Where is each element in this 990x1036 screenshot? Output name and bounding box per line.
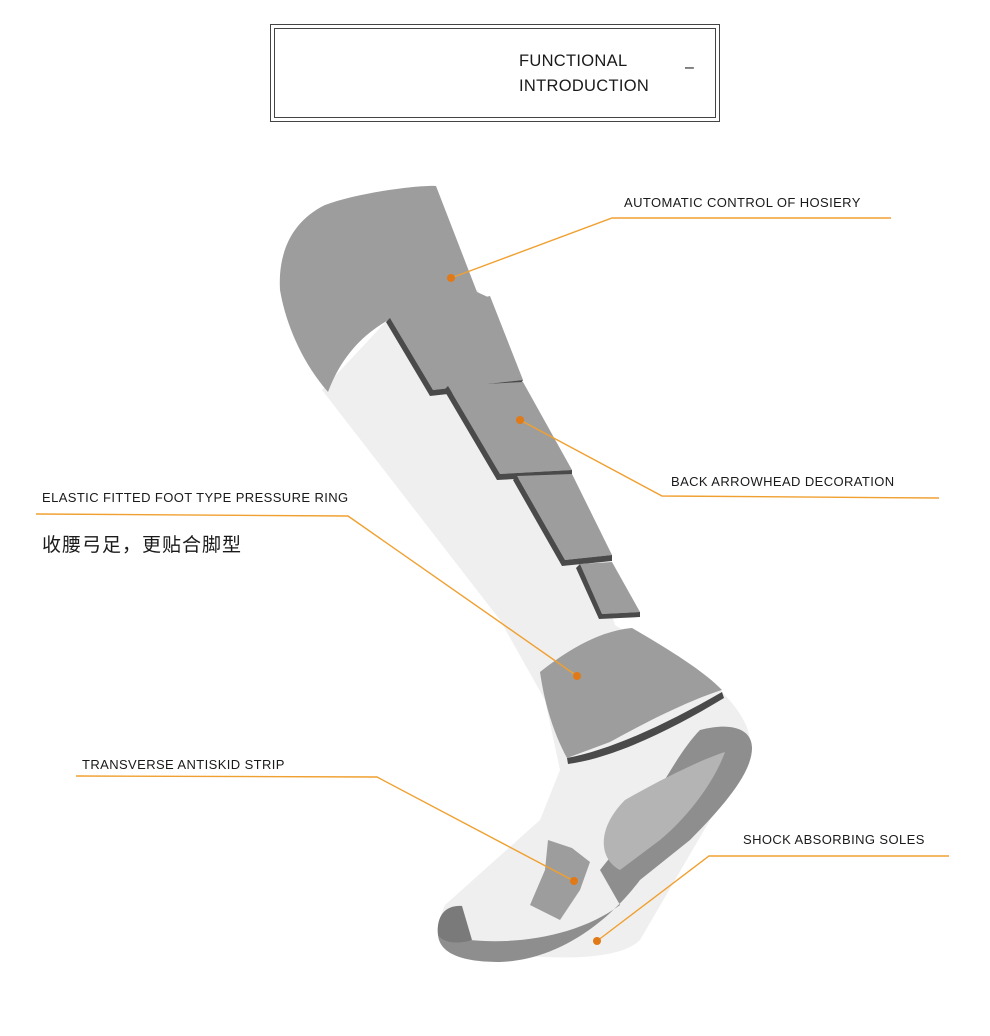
title-box-inner-border: [274, 28, 716, 118]
label-shock-soles: SHOCK ABSORBING SOLES: [743, 832, 925, 847]
label-antiskid-strip: TRANSVERSE ANTISKID STRIP: [82, 757, 285, 772]
title-line-1: FUNCTIONAL: [519, 52, 628, 70]
arrowhead-panel-1: [390, 296, 523, 390]
toe-cap: [437, 905, 472, 943]
arrowhead-panel-3-shadow: [513, 476, 612, 566]
dot-automatic-control: [447, 274, 455, 282]
leader-shock-soles: [596, 855, 949, 942]
dot-back-arrowhead: [516, 416, 524, 424]
title: FUNCTIONAL INTRODUCTION: [519, 49, 649, 99]
title-mark: –: [685, 59, 694, 76]
label-elastic-ring: ELASTIC FITTED FOOT TYPE PRESSURE RING: [42, 490, 349, 505]
title-line-2: INTRODUCTION: [519, 77, 650, 95]
cuff-band: [279, 185, 490, 392]
leader-elastic-ring: [35, 513, 578, 677]
arrowhead-panel-4-shadow: [576, 564, 640, 619]
arrowhead-panel-4: [580, 562, 640, 614]
title-box: FUNCTIONAL INTRODUCTION –: [270, 24, 720, 122]
label-back-arrowhead: BACK ARROWHEAD DECORATION: [671, 474, 895, 489]
pressure-ring-shadow: [567, 692, 724, 764]
leader-antiskid-strip: [75, 775, 575, 882]
antiskid-strip: [530, 840, 590, 920]
label-automatic-control: AUTOMATIC CONTROL OF HOSIERY: [624, 195, 861, 210]
sock-body: [322, 290, 751, 958]
dot-antiskid-strip: [570, 877, 578, 885]
leader-automatic-control: [450, 217, 891, 279]
arrowhead-panel-3: [517, 474, 612, 560]
arrowhead-panel-2-shadow: [444, 386, 572, 480]
leader-back-arrowhead: [519, 419, 940, 499]
pressure-ring: [540, 628, 722, 758]
arrowhead-panel-1-shadow: [386, 318, 523, 396]
label-elastic-ring-sub: 收腰弓足，更贴合脚型: [42, 534, 243, 556]
dot-elastic-ring: [573, 672, 581, 680]
dot-shock-soles: [593, 937, 601, 945]
sole-inner: [603, 752, 725, 870]
arrowhead-panel-2: [448, 382, 572, 474]
